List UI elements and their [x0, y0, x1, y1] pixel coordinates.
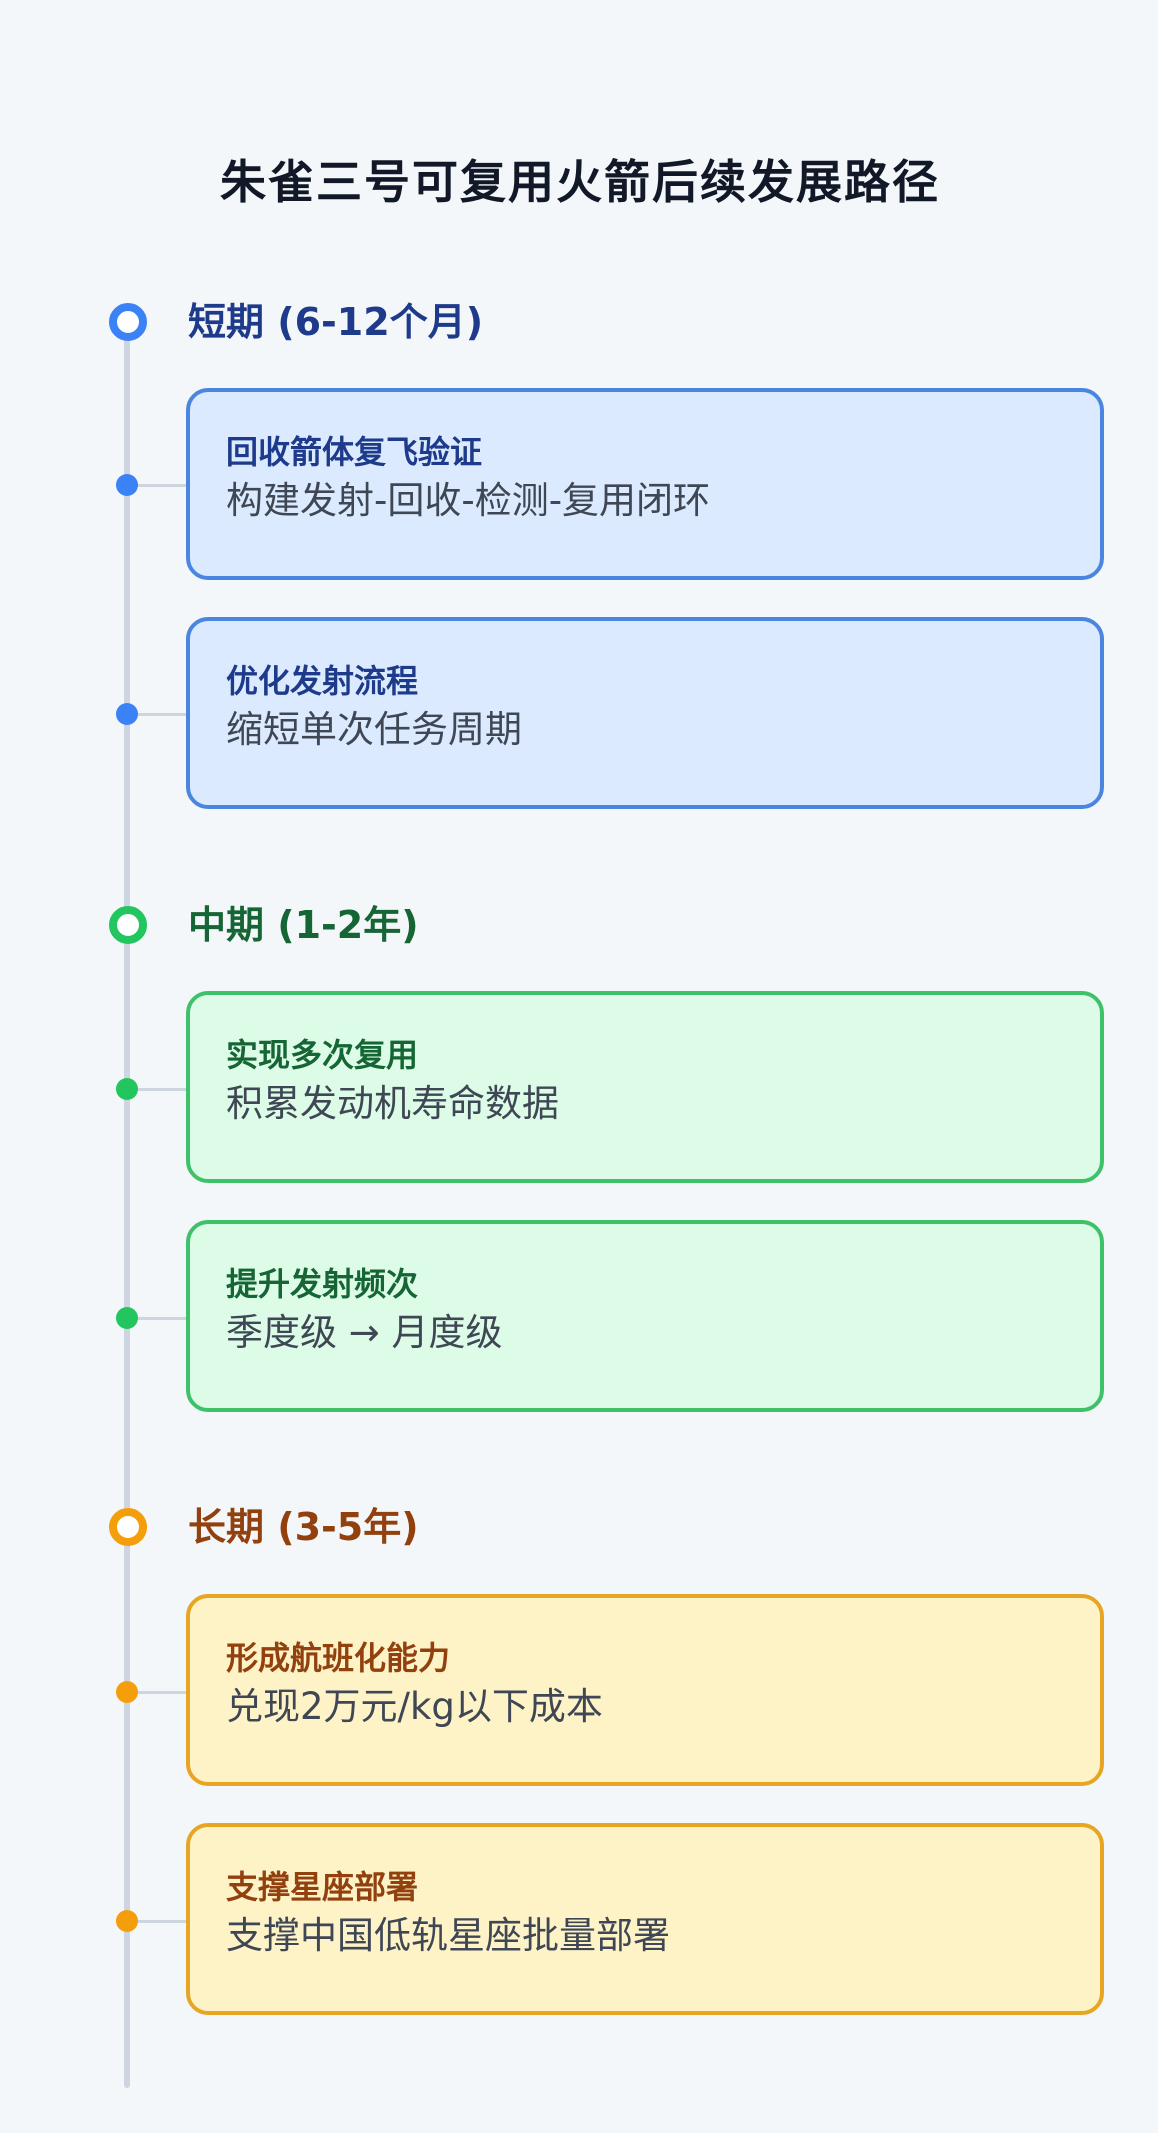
milestone-title: 优化发射流程 — [226, 662, 419, 700]
timeline-dot — [116, 474, 138, 496]
phase-label: 长期 (3-5年) — [188, 1505, 419, 1549]
timeline-dot — [116, 1910, 138, 1932]
phase-marker-icon — [109, 1508, 147, 1546]
phase-label: 中期 (1-2年) — [188, 903, 419, 947]
milestone-card: 支撑星座部署 支撑中国低轨星座批量部署 — [186, 1823, 1104, 2015]
connector-line — [135, 1920, 187, 1923]
milestone-card: 回收箭体复飞验证 构建发射-回收-检测-复用闭环 — [186, 388, 1104, 580]
milestone-card: 实现多次复用 积累发动机寿命数据 — [186, 991, 1104, 1183]
milestone-description: 积累发动机寿命数据 — [226, 1082, 559, 1125]
timeline-line — [124, 322, 130, 2088]
milestone-description: 缩短单次任务周期 — [226, 708, 522, 751]
milestone-description: 兑现2万元/kg以下成本 — [226, 1685, 603, 1728]
timeline-dot — [116, 703, 138, 725]
phase-marker-icon — [109, 906, 147, 944]
milestone-title: 形成航班化能力 — [226, 1639, 451, 1677]
milestone-title: 回收箭体复飞验证 — [226, 433, 483, 471]
connector-line — [135, 1088, 187, 1091]
timeline-dot — [116, 1078, 138, 1100]
connector-line — [135, 1691, 187, 1694]
page-title: 朱雀三号可复用火箭后续发展路径 — [220, 155, 940, 209]
milestone-card: 形成航班化能力 兑现2万元/kg以下成本 — [186, 1594, 1104, 1786]
phase-label: 短期 (6-12个月) — [188, 300, 484, 344]
milestone-description: 季度级 → 月度级 — [226, 1311, 503, 1354]
milestone-card: 优化发射流程 缩短单次任务周期 — [186, 617, 1104, 809]
milestone-title: 提升发射频次 — [226, 1265, 419, 1303]
milestone-title: 支撑星座部署 — [226, 1868, 419, 1906]
phase-marker-icon — [109, 303, 147, 341]
milestone-description: 支撑中国低轨星座批量部署 — [226, 1914, 670, 1957]
connector-line — [135, 1317, 187, 1320]
timeline-dot — [116, 1307, 138, 1329]
milestone-description: 构建发射-回收-检测-复用闭环 — [226, 479, 711, 522]
milestone-title: 实现多次复用 — [226, 1036, 419, 1074]
connector-line — [135, 713, 187, 716]
milestone-card: 提升发射频次 季度级 → 月度级 — [186, 1220, 1104, 1412]
timeline-dot — [116, 1681, 138, 1703]
connector-line — [135, 484, 187, 487]
